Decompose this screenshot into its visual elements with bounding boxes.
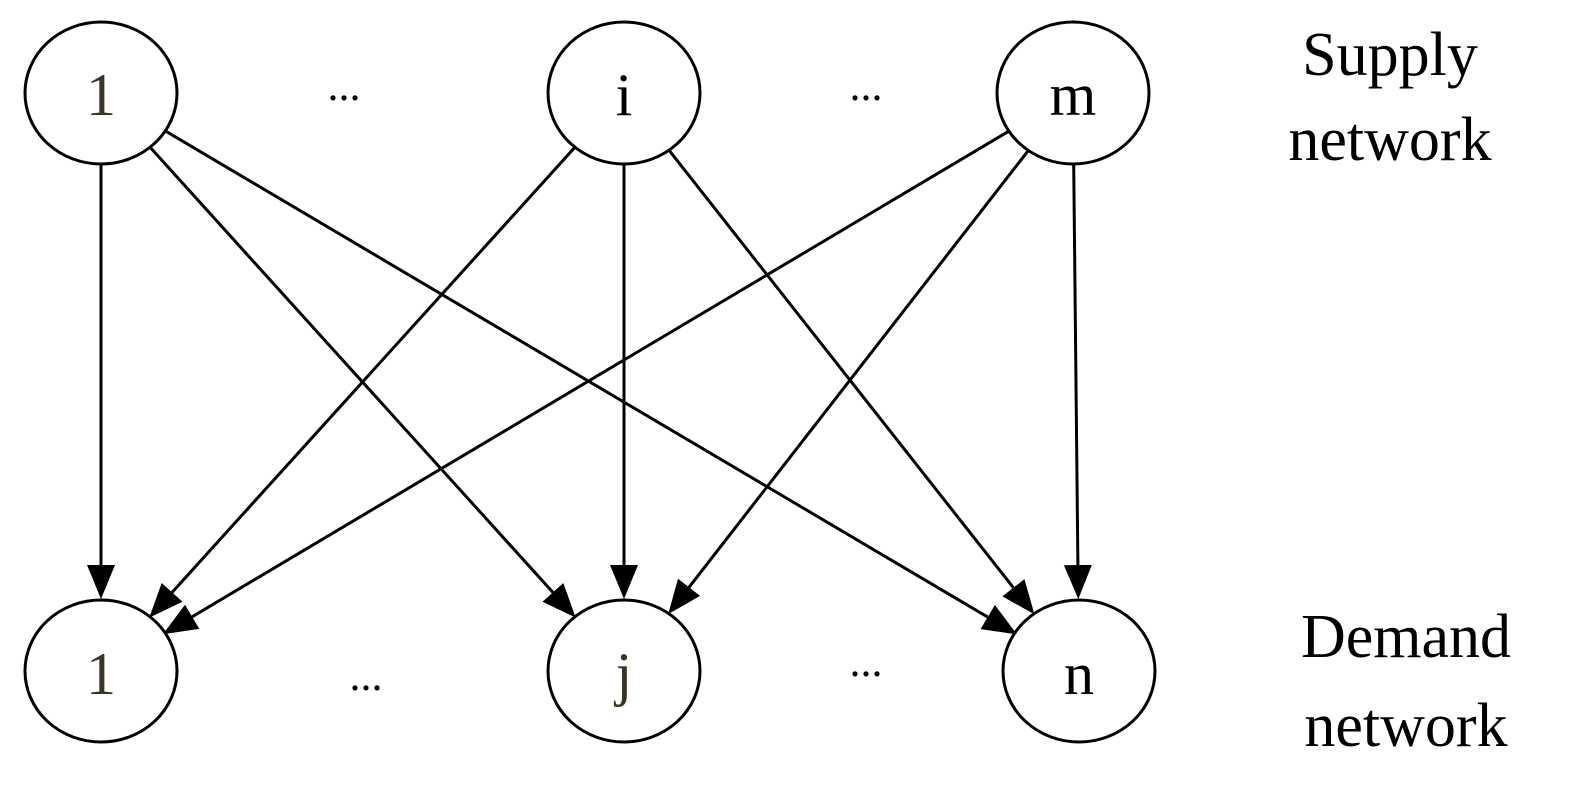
demand-node-n-label: n — [1064, 641, 1094, 707]
edge-s1-to-dn — [162, 128, 989, 619]
supply-node-i-circle — [546, 20, 702, 166]
arrowhead-s1-to-dn — [980, 605, 1017, 635]
supply-node-m: m — [995, 20, 1151, 166]
edge-s1-to-dj — [148, 145, 555, 594]
demand-network-label-line2: network — [1304, 692, 1507, 760]
supply-node-1: 1 — [23, 20, 179, 166]
edge-si-to-d1 — [170, 145, 577, 594]
demand-network-label-line1: Demand — [1301, 603, 1511, 671]
arrowhead-si-to-dj — [610, 565, 638, 599]
supply-ellipsis-right: ... — [850, 61, 883, 110]
supply-node-i-label: i — [616, 62, 633, 128]
arrowhead-s1-to-d1 — [87, 565, 115, 599]
arrowhead-sm-to-d1 — [162, 604, 200, 635]
demand-node-1: 1 — [23, 598, 179, 744]
edges-layer — [87, 128, 1092, 635]
supply-network-label-line1: Supply — [1302, 21, 1478, 89]
supply-node-m-circle — [995, 20, 1151, 166]
demand-node-n: n — [1001, 598, 1157, 744]
arrowhead-si-to-dn — [1002, 579, 1035, 615]
supply-ellipsis-left: ... — [328, 61, 361, 110]
demand-node-1-circle — [23, 598, 179, 744]
arrowhead-sm-to-dn — [1063, 564, 1092, 599]
arrowhead-s1-to-dj — [542, 583, 576, 618]
edge-sm-to-dj — [687, 148, 1030, 589]
supply-node-1-label: 1 — [86, 62, 116, 128]
demand-ellipsis-right: ... — [850, 637, 883, 686]
supply-node-1-circle — [23, 20, 179, 166]
demand-node-n-circle — [1001, 598, 1157, 744]
supply-node-i: i — [546, 20, 702, 166]
demand-node-j-circle — [546, 598, 702, 744]
edge-sm-to-d1 — [191, 128, 1012, 619]
demand-node-j-label: j — [614, 641, 633, 707]
edge-sm-to-dn — [1072, 164, 1080, 566]
demand-ellipsis-left: ... — [350, 651, 383, 700]
supply-network-label-line2: network — [1288, 106, 1491, 174]
edge-si-to-dn — [667, 148, 1015, 589]
demand-node-1-label: 1 — [86, 641, 116, 707]
arrowhead-si-to-d1 — [149, 583, 183, 618]
supply-node-m-label: m — [1050, 62, 1097, 128]
demand-node-j: j — [546, 598, 702, 744]
arrowhead-sm-to-dj — [668, 578, 701, 615]
